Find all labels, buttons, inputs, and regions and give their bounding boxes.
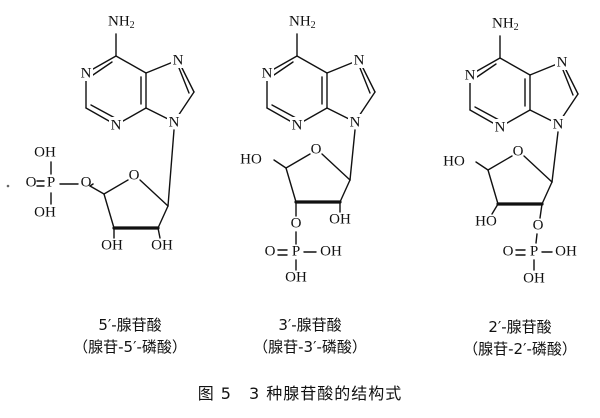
nitrogen-n1-label-3: N <box>465 67 476 83</box>
bond-line <box>273 159 287 169</box>
bond-line <box>321 153 351 181</box>
label-background <box>348 114 362 130</box>
nitrogen-n9-label-3: N <box>553 116 564 132</box>
nitrogen-n7-label-2: N <box>354 52 365 68</box>
bond-line <box>499 57 531 76</box>
label-background <box>463 67 477 83</box>
label-background <box>171 52 185 68</box>
label-background <box>109 117 123 133</box>
phosphorus-label-3: P <box>530 243 538 259</box>
double-bond <box>178 67 190 94</box>
bond-line <box>89 183 94 187</box>
phosphorus-label-2: P <box>292 243 300 259</box>
nitrogen-n1-label-1: N <box>81 65 92 81</box>
phosphate-oh-right-label-2: OH <box>320 243 342 259</box>
nitrogen-n7-label-3: N <box>557 54 568 70</box>
phosphoryl-oxygen-label-1: O <box>26 174 37 190</box>
oh-2prime-label-2: OH <box>329 211 351 227</box>
label-background <box>290 117 304 133</box>
oh-3prime-label-1: OH <box>101 237 123 253</box>
bond-line <box>157 227 161 239</box>
bond-line <box>487 169 499 205</box>
nitrogen-n1-label-2: N <box>262 65 273 81</box>
ring-oxygen-label-1: O <box>129 167 140 183</box>
glycosidic-bond <box>349 129 356 181</box>
bond-line <box>541 181 553 205</box>
ho-5prime-label-3: HO <box>443 153 465 169</box>
bond-line <box>285 153 311 169</box>
bond-line <box>89 185 105 195</box>
amine-label-3: NH2 <box>492 15 519 33</box>
o3-oxygen-label-2: O <box>291 215 302 231</box>
phosphate-oh-bottom-label-1: OH <box>34 204 56 220</box>
structure-2-name: 3′-腺苷酸 <box>278 316 342 334</box>
structure-3-name: 2′-腺苷酸 <box>488 318 552 336</box>
structure-1-name: 5′-腺苷酸 <box>98 316 162 334</box>
bond-line <box>103 179 129 195</box>
amine-subscript: 2 <box>130 20 135 31</box>
bond-line <box>523 155 553 183</box>
nitrogen-n3-label-1: N <box>111 117 122 133</box>
double-bond <box>562 69 574 96</box>
amine-label-2: NH2 <box>289 13 316 31</box>
amine-subscript: 2 <box>514 22 519 33</box>
nitrogen-n9-label-2: N <box>350 114 361 130</box>
bond-line <box>475 161 489 171</box>
bond-line <box>491 203 499 215</box>
scan-dot <box>6 184 10 188</box>
nitrogen-n3-label-2: N <box>292 117 303 133</box>
ring-oxygen-label-3: O <box>513 143 524 159</box>
double-bond <box>359 67 371 94</box>
double-bond <box>474 106 500 121</box>
label-background <box>79 65 93 81</box>
double-bond <box>90 104 116 119</box>
label-background <box>167 114 181 130</box>
phosphate-oh-bottom-label-3: OH <box>523 270 545 286</box>
nitrogen-n7-label-1: N <box>173 52 184 68</box>
double-bond <box>473 63 497 80</box>
double-bond <box>271 104 297 119</box>
phosphate-oh-bottom-label-2: OH <box>285 269 307 285</box>
phosphate-oh-right-label-3: OH <box>555 243 577 259</box>
structure-1-alt-name: （腺苷-5′-磷酸） <box>73 338 187 356</box>
ho-3prime-label-3: HO <box>475 213 497 229</box>
label-background <box>260 65 274 81</box>
phosphoryl-oxygen-label-3: O <box>503 243 514 259</box>
bond-line <box>535 233 538 244</box>
double-bond <box>89 61 113 78</box>
double-bond <box>270 61 294 78</box>
bond-line <box>285 167 297 203</box>
label-background <box>493 119 507 135</box>
glycosidic-bond <box>551 131 559 183</box>
structure-2-alt-name: （腺苷-3′-磷酸） <box>253 338 367 356</box>
label-background <box>555 54 569 70</box>
phosphorus-label-1: P <box>47 174 55 190</box>
o5-oxygen-label-1: O <box>81 174 92 190</box>
bond-line <box>157 205 169 229</box>
nitrogen-n3-label-3: N <box>495 119 506 135</box>
phosphoryl-oxygen-label-2: O <box>265 243 276 259</box>
oh-2prime-label-1: OH <box>151 237 173 253</box>
ho-5prime-label-2: HO <box>240 151 262 167</box>
amine-subscript: 2 <box>311 20 316 31</box>
figure-caption: 图 5 3 种腺苷酸的结构式 <box>197 384 403 403</box>
bond-line <box>139 179 169 207</box>
o2-oxygen-label-3: O <box>533 217 544 233</box>
bond-line <box>539 203 543 219</box>
bond-line <box>296 55 328 74</box>
glycosidic-bond <box>167 129 175 207</box>
bond-line <box>103 193 115 229</box>
phosphate-oh-top-label-1: OH <box>34 144 56 160</box>
bond-line <box>115 55 147 74</box>
ring-oxygen-label-2: O <box>311 141 322 157</box>
structure-3-alt-name: （腺苷-2′-磷酸） <box>463 340 577 358</box>
label-background <box>551 116 565 132</box>
amine-label-1: NH2 <box>108 13 135 31</box>
bond-line <box>487 155 513 171</box>
bond-line <box>339 179 351 203</box>
nitrogen-n9-label-1: N <box>169 114 180 130</box>
label-background <box>352 52 366 68</box>
